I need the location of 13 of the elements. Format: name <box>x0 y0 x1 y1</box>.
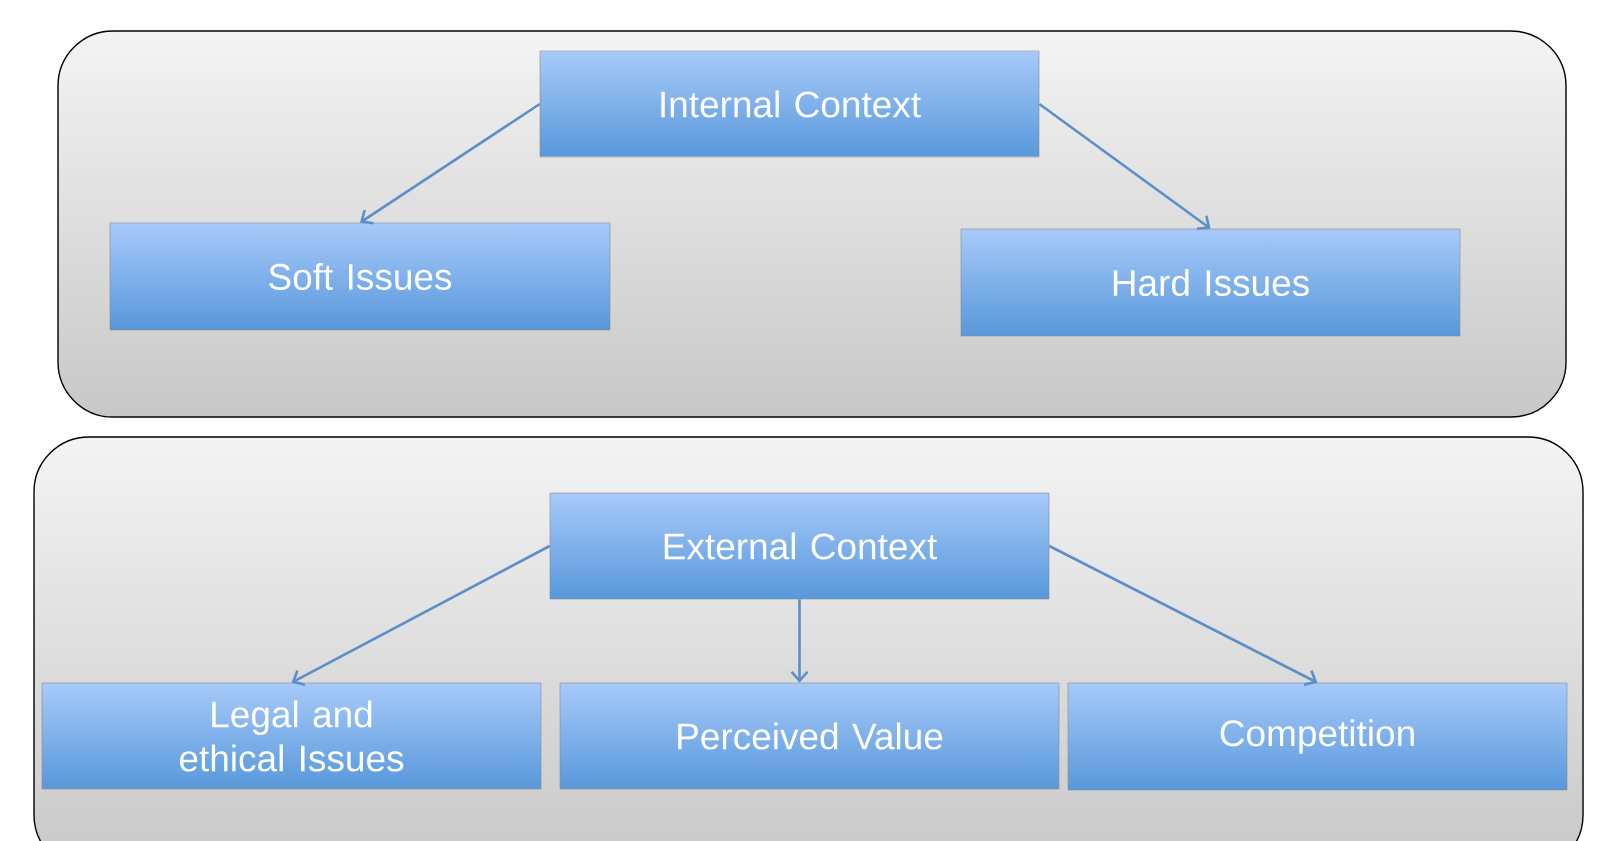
process-box: Internal Context <box>539 50 1040 158</box>
process-box: Hard Issues <box>960 228 1461 337</box>
process-box: Competition <box>1067 682 1568 791</box>
arrow <box>1038 102 1211 230</box>
arrow <box>291 544 551 686</box>
process-box: Perceived Value <box>559 682 1060 790</box>
process-box: Soft Issues <box>109 222 611 331</box>
process-box: External Context <box>549 492 1050 600</box>
group-panel <box>33 436 1584 841</box>
arrow <box>790 599 809 683</box>
process-box: Legal and ethical Issues <box>41 682 542 790</box>
arrow <box>1048 544 1318 687</box>
arrow <box>360 102 541 225</box>
